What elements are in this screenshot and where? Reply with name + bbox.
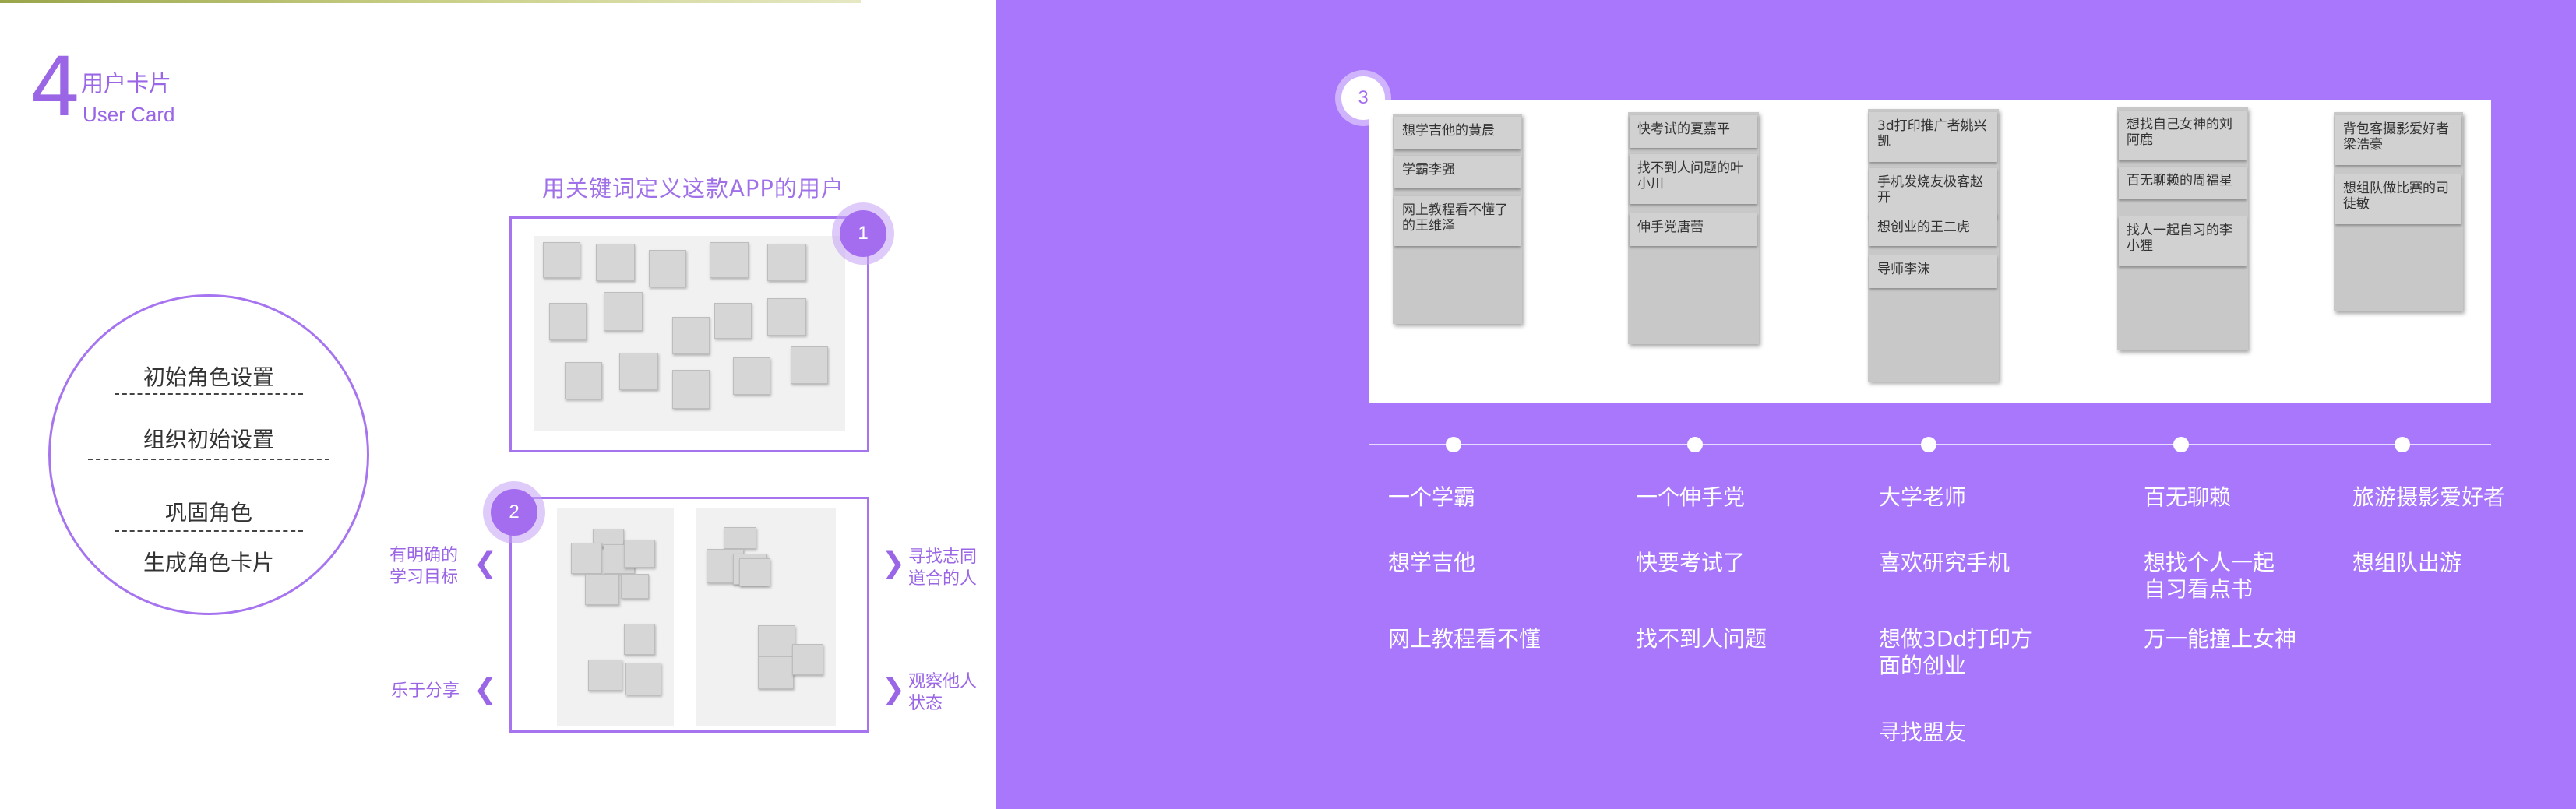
section-title: 用户卡片	[81, 70, 172, 97]
sticky-card: 导师李沫	[1869, 255, 1997, 288]
photo-sticky-notes-1	[534, 236, 845, 431]
sticky-card: 找不到人问题的叶小川	[1630, 154, 1757, 204]
badge-2: 2	[491, 489, 537, 536]
sticky-card: 想学吉他的黄晨	[1394, 117, 1521, 149]
timeline-dot	[2395, 437, 2410, 452]
label-sharing: 乐于分享	[391, 681, 460, 701]
timeline-dot	[1446, 437, 1461, 452]
section-number: 4	[30, 40, 82, 135]
persona-keyword: 想做3Dd打印方面的创业	[1879, 626, 2033, 678]
persona-keyword: 喜欢研究手机	[1879, 550, 2010, 575]
sticky-board: 想学吉他的黄晨 学霸李强 网上教程看不懂了的王维泽 快考试的夏嘉平 找不到人问题…	[1369, 100, 2491, 403]
step-divider	[115, 530, 303, 532]
sticky-card: 学霸李强	[1394, 156, 1521, 188]
sticky-card: 想组队做比赛的司徒敏	[2335, 174, 2461, 224]
persona-keyword: 网上教程看不懂	[1388, 626, 1542, 652]
sticky-card: 3d打印推广者姚兴凯	[1869, 112, 1997, 162]
panel-1	[509, 216, 869, 452]
panel-2	[509, 497, 869, 733]
sticky-card: 快考试的夏嘉平	[1630, 115, 1757, 148]
top-accent-bar	[0, 0, 861, 3]
sticky-card: 网上教程看不懂了的王维泽	[1394, 196, 1521, 246]
chevron-right-icon: ❯	[882, 674, 906, 705]
persona-keyword: 找不到人问题	[1636, 626, 1767, 652]
sticky-card: 想创业的王二虎	[1869, 213, 1997, 246]
step-divider	[88, 459, 329, 460]
step-3: 巩固角色	[164, 500, 252, 526]
section-heading: 用关键词定义这款APP的用户	[542, 175, 844, 202]
persona-keyword: 快要考试了	[1636, 550, 1746, 575]
photo-sticky-notes-2a	[557, 508, 674, 726]
step-2: 组织初始设置	[143, 427, 274, 452]
badge-1: 1	[840, 210, 886, 257]
label-observe-others: 观察他人状态	[908, 672, 978, 713]
persona-keyword: 一个学霸	[1388, 484, 1476, 510]
sticky-card: 百无聊赖的周福星	[2119, 167, 2247, 199]
persona-keyword: 寻找盟友	[1879, 719, 1967, 745]
step-4: 生成角色卡片	[143, 550, 274, 575]
timeline-dot	[2173, 437, 2189, 452]
chevron-left-icon: ❮	[474, 547, 498, 579]
timeline-dot	[1921, 437, 1936, 452]
persona-keyword: 一个伸手党	[1636, 484, 1746, 510]
process-circle: 初始角色设置 组织初始设置 巩固角色 生成角色卡片	[48, 294, 369, 615]
persona-keyword: 百无聊赖	[2144, 484, 2232, 510]
persona-keyword: 万一能撞上女神	[2144, 626, 2297, 652]
sticky-card: 伸手党唐蕾	[1630, 213, 1757, 246]
step-1: 初始角色设置	[143, 364, 274, 390]
timeline-dot	[1687, 437, 1703, 452]
persona-keyword: 大学老师	[1879, 484, 1967, 510]
chevron-right-icon: ❯	[882, 547, 906, 579]
persona-keyword: 想找个人一起自习看点书	[2144, 550, 2275, 602]
sticky-card: 背包客摄影爱好者梁浩豪	[2335, 115, 2461, 165]
label-learning-goal: 有明确的学习目标	[389, 546, 459, 587]
step-divider	[115, 393, 303, 395]
sticky-card: 找人一起自习的李小狸	[2119, 216, 2247, 266]
sticky-card: 想找自己女神的刘阿鹿	[2119, 111, 2247, 160]
persona-keyword: 旅游摄影爱好者	[2352, 484, 2506, 510]
section-subtitle: User Card	[83, 103, 175, 126]
photo-sticky-notes-2b	[696, 508, 836, 726]
sticky-card: 手机发烧友极客赵开	[1869, 168, 1997, 218]
persona-keyword: 想学吉他	[1388, 550, 1476, 575]
persona-keyword: 想组队出游	[2352, 550, 2462, 575]
label-find-peers: 寻找志同道合的人	[908, 547, 978, 589]
badge-3: 3	[1341, 76, 1385, 120]
chevron-left-icon: ❮	[474, 674, 498, 705]
